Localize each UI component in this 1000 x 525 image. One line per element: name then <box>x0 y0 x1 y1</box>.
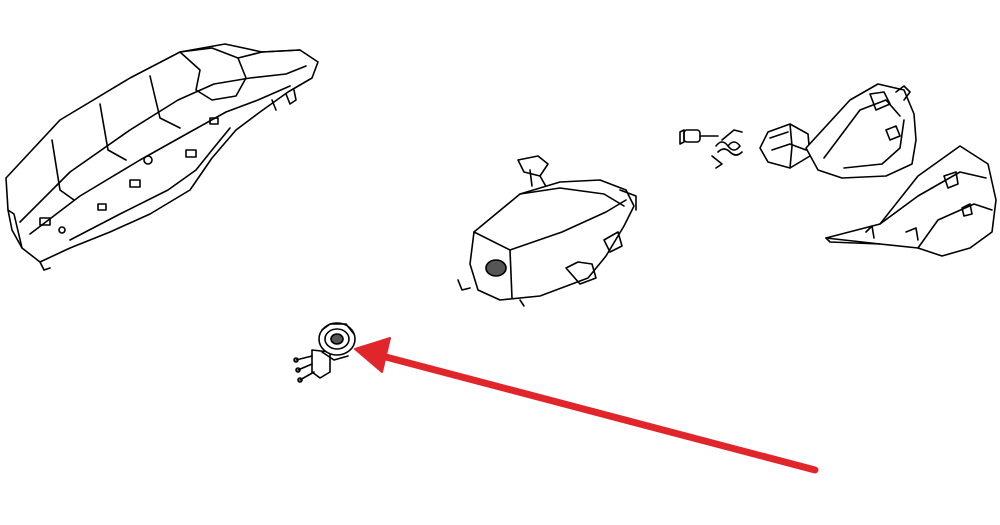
callout-arrow-icon <box>354 337 819 474</box>
floor-console-tray <box>5 43 319 271</box>
side-trim-panel <box>825 145 997 257</box>
bin-housing <box>457 155 637 307</box>
latch-and-bracket <box>759 83 917 179</box>
hinge-pin-and-spring <box>679 129 743 169</box>
power-outlet-socket <box>293 322 356 383</box>
